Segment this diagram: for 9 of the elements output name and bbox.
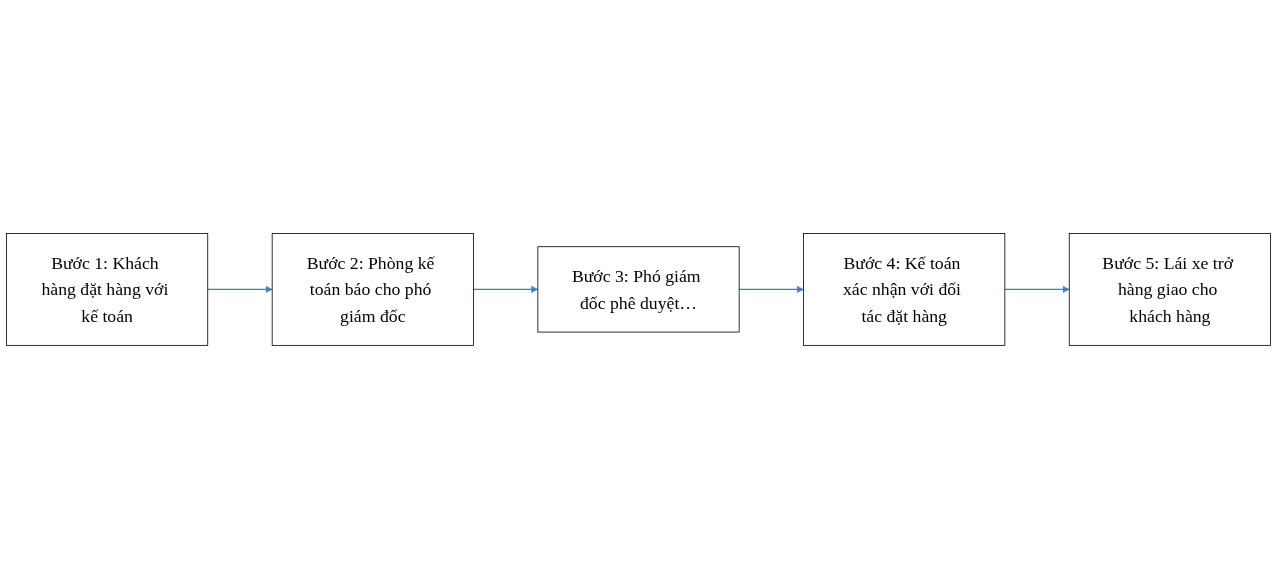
- node-box: Bước 4: Kế toán xác nhận với đối tác đặt hàng: [803, 233, 1006, 346]
- node-box: Bước 1: Khách hàng đặt hàng với kế toán: [6, 233, 209, 346]
- arrow: [1004, 285, 1070, 294]
- arrow: [472, 285, 539, 294]
- arrow: [738, 285, 804, 294]
- node-box: Bước 3: Phó giám đốc phê duyệt…: [537, 246, 740, 333]
- node-box: Bước 5: Lái xe trở hàng giao cho khách hàng: [1068, 233, 1271, 346]
- arrow: [207, 285, 273, 294]
- node-box: Bước 2: Phòng kế toán báo cho phó giám đốc: [271, 233, 474, 346]
